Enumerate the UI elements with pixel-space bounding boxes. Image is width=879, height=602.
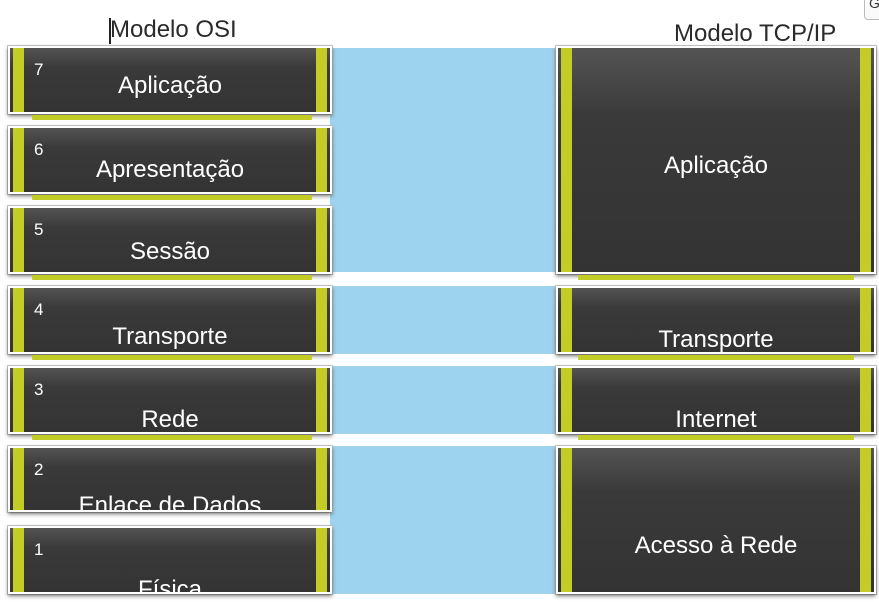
layer-name: Rede [141, 406, 199, 433]
layer-name: Acesso à Rede [634, 532, 798, 559]
connector-application-band [330, 48, 556, 272]
osi-layer-4[interactable]: 4 Transporte [8, 286, 332, 354]
layer-name: Aplicação [663, 152, 769, 179]
layer-name: Física [137, 576, 202, 594]
layer-name: Aplicação [117, 72, 223, 99]
layer-name: Enlace de Dados [78, 492, 262, 512]
osi-layer-7[interactable]: 7 Aplicação [8, 46, 332, 114]
osi-layer-3[interactable]: 3 Rede [8, 366, 332, 434]
layer-name: Internet [675, 406, 757, 433]
connector-transport-band [330, 286, 556, 354]
tcp-layer-network-access[interactable]: Acesso à Rede [556, 446, 876, 594]
layer-name: Transporte [112, 323, 228, 350]
osi-layer-7-shelf [32, 115, 312, 120]
layer-number: 1 [34, 540, 44, 559]
osi-layer-6-shelf [32, 195, 312, 200]
tcp-layer-transport-shelf [578, 355, 854, 360]
osi-layer-4-shelf [32, 355, 312, 360]
layer-number: 3 [34, 380, 44, 399]
osi-layer-2[interactable]: 2 Enlace de Dados [8, 446, 332, 512]
osi-layer-6[interactable]: 6 Apresentação [8, 126, 332, 194]
connector-network-access-band [330, 446, 556, 594]
osi-model-title: Modelo OSI [110, 16, 237, 43]
layer-number: 7 [34, 60, 44, 79]
connector-internet-band [330, 366, 556, 434]
tcp-ip-model-title: Modelo TCP/IP [674, 20, 837, 47]
osi-layer-5[interactable]: 5 Sessão [8, 206, 332, 274]
tcp-layer-transport[interactable]: Transporte [556, 286, 876, 354]
osi-layer-3-shelf [32, 435, 312, 440]
layer-name: Apresentação [95, 156, 245, 183]
osi-layer-5-shelf [32, 275, 312, 280]
layer-number: 2 [34, 460, 44, 479]
tcp-layer-application-shelf [578, 275, 854, 280]
tcp-layer-internet-shelf [578, 435, 854, 440]
layer-number: 6 [34, 140, 44, 159]
tcp-layer-application[interactable]: Aplicação [556, 46, 876, 274]
osi-layer-1[interactable]: 1 Física [8, 526, 332, 594]
layer-name: Transporte [658, 326, 774, 353]
corner-button[interactable]: G [864, 0, 879, 20]
layer-name: Sessão [129, 238, 211, 265]
tcp-layer-internet[interactable]: Internet [556, 366, 876, 434]
layer-number: 5 [34, 220, 44, 239]
text-cursor [109, 18, 111, 44]
layer-number: 4 [34, 300, 44, 319]
